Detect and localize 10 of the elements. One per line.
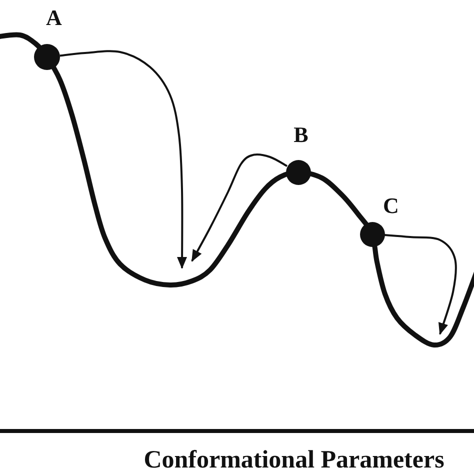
transition-arrow: [384, 234, 457, 335]
state-point: [286, 160, 310, 184]
state-point: [360, 222, 384, 246]
axis-title: Conformational Parameters: [144, 446, 444, 474]
point-label: A: [46, 7, 62, 29]
transition-arrow: [191, 154, 288, 262]
point-label: C: [383, 195, 399, 217]
point-label: B: [294, 124, 308, 146]
state-point: [34, 44, 60, 70]
transition-arrow: [60, 50, 188, 269]
